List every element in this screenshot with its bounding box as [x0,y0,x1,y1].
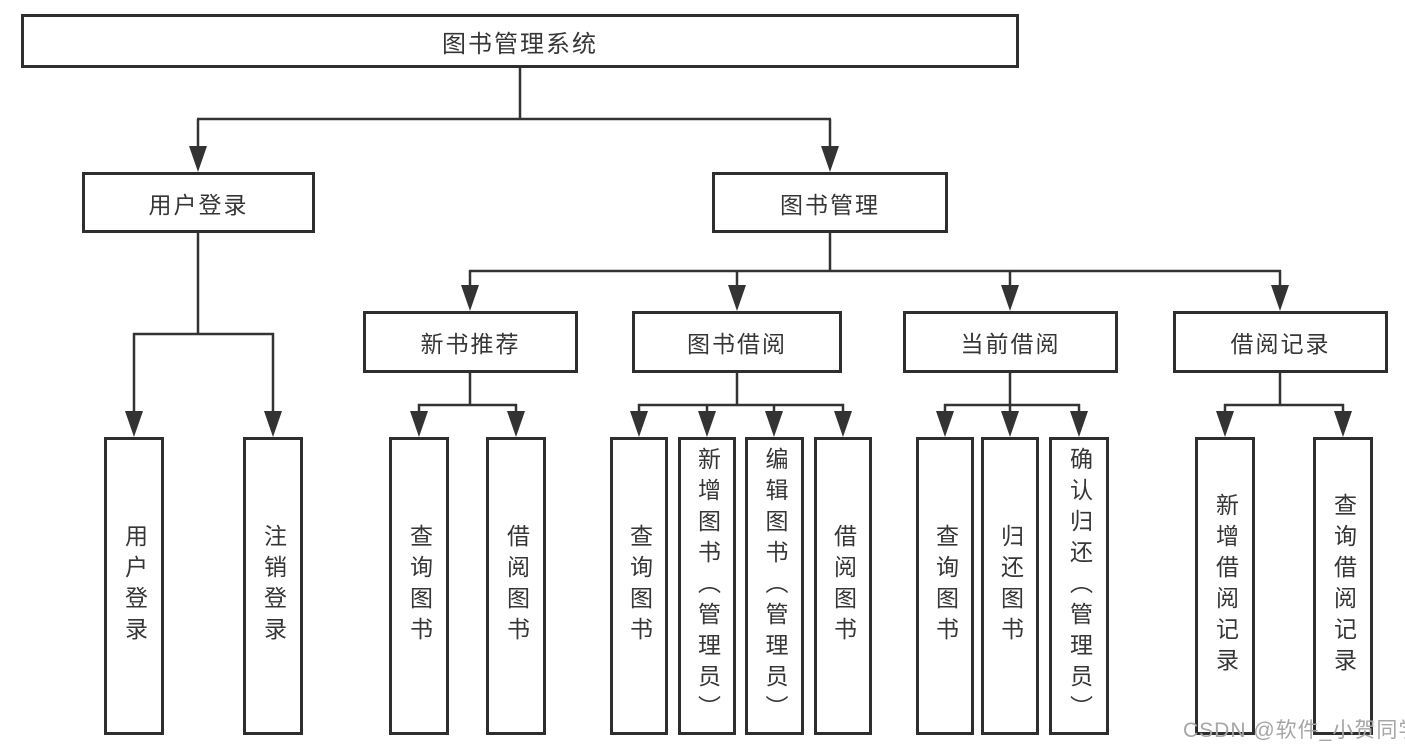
node-label: 编辑图书（管理员） [762,446,788,726]
node-book-management: 图书管理 [712,172,948,233]
leaf-logout: 注销登录 [243,437,303,735]
leaf-borrow-books-rec: 借阅图书 [486,437,546,735]
leaf-borrow-books: 借阅图书 [814,437,872,735]
node-label: 图书管理系统 [442,30,598,58]
connector-root-to-level1 [189,68,839,172]
connector-current-borrow-to-leaves [936,373,1088,437]
node-label: 确认归还（管理员） [1066,446,1093,726]
node-label: 新增图书（管理员） [694,446,721,726]
leaf-confirm-return-admin: 确认归还（管理员） [1049,437,1109,735]
watermark: CSDN @软件_小贺同学 [1183,719,1405,742]
node-new-book-recommendation: 新书推荐 [363,311,578,373]
node-label: 图书管理 [780,191,880,218]
node-label: 图书借阅 [687,331,787,357]
node-label: 查询借阅记录 [1330,493,1357,679]
node-label: 新增借阅记录 [1212,493,1239,679]
node-label: 用户登录 [148,191,249,218]
connector-book-mgmt-to-level2 [461,233,1289,311]
node-label: 注销登录 [260,524,287,648]
node-label: 新书推荐 [420,331,521,357]
node-label: 归还图书 [997,524,1024,648]
node-book-borrowing: 图书借阅 [632,311,842,373]
leaf-query-books-rec: 查询图书 [389,437,449,735]
node-label: 用户登录 [121,524,148,648]
node-label: 查询图书 [406,524,433,648]
leaf-query-books-borrow: 查询图书 [610,437,668,735]
node-borrowing-records: 借阅记录 [1173,311,1388,373]
node-system-root: 图书管理系统 [21,14,1019,68]
connector-book-borrow-to-leaves [630,373,852,437]
node-label: 借阅记录 [1230,331,1331,357]
node-label: 借阅图书 [503,524,530,648]
leaf-query-borrow-record: 查询借阅记录 [1313,437,1373,735]
node-label: 查询图书 [932,524,959,648]
node-label: 借阅图书 [830,524,857,648]
node-current-borrowing: 当前借阅 [903,311,1118,373]
node-label: 查询图书 [626,524,653,648]
connector-borrow-records-to-leaves [1216,373,1352,437]
node-label: 当前借阅 [960,331,1061,357]
leaf-return-books: 归还图书 [981,437,1039,735]
leaf-add-books-admin: 新增图书（管理员） [678,437,736,735]
leaf-user-login: 用户登录 [104,437,164,735]
leaf-add-borrow-record: 新增借阅记录 [1195,437,1255,735]
node-user-login: 用户登录 [82,172,315,233]
leaf-edit-books-admin: 编辑图书（管理员） [745,437,804,735]
leaf-query-books-current: 查询图书 [916,437,974,735]
connector-new-book-rec-to-leaves [410,373,525,437]
connector-user-login-to-leaves [125,233,282,437]
